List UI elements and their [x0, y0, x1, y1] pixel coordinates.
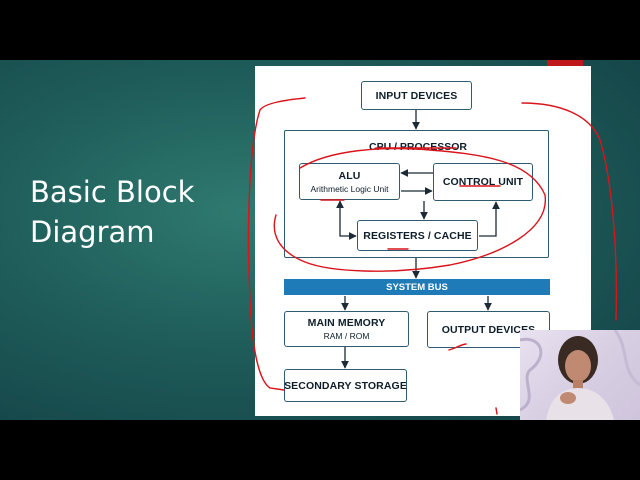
- registers-cache-label: REGISTERS / CACHE: [363, 229, 472, 242]
- system-bus: SYSTEM BUS: [284, 279, 550, 295]
- control-unit-label: CONTROL UNIT: [442, 176, 524, 188]
- secondary-storage-label: SECONDARY STORAGE: [284, 379, 407, 392]
- alu-label: ALU: [338, 169, 361, 182]
- cpu-label: CPU / PROCESSOR: [369, 141, 468, 153]
- input-devices-box: INPUT DEVICES: [361, 81, 472, 110]
- alu-sublabel: Arithmetic Logic Unit: [310, 183, 389, 194]
- main-memory-sublabel: RAM / ROM: [323, 331, 370, 341]
- main-memory-box: MAIN MEMORY RAM / ROM: [284, 311, 409, 347]
- presenter-webcam: [520, 330, 640, 420]
- slide-title: Basic Block Diagram: [30, 175, 195, 249]
- accent-bar: [547, 60, 583, 66]
- main-memory-label: MAIN MEMORY: [307, 317, 386, 329]
- alu-box: ALU Arithmetic Logic Unit: [299, 163, 400, 200]
- input-devices-label: INPUT DEVICES: [375, 89, 458, 102]
- output-devices-label: OUTPUT DEVICES: [441, 323, 536, 336]
- control-unit-box: CONTROL UNIT: [433, 163, 533, 201]
- secondary-storage-box: SECONDARY STORAGE: [284, 369, 407, 402]
- presenter-webcam-icon: [520, 330, 640, 420]
- registers-cache-box: REGISTERS / CACHE: [357, 220, 478, 251]
